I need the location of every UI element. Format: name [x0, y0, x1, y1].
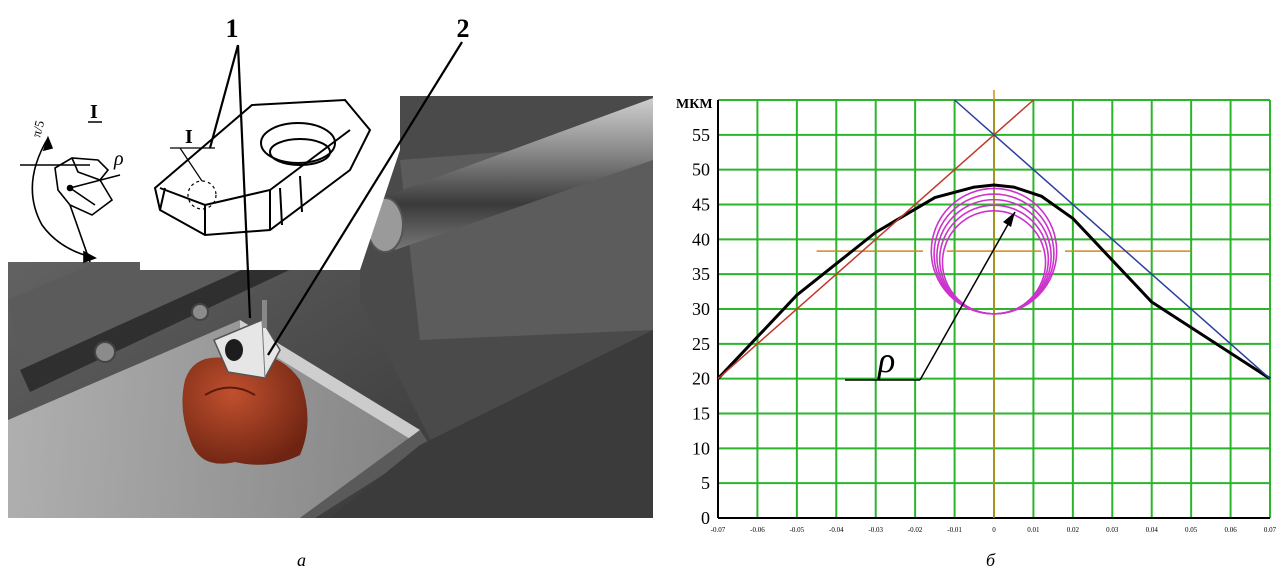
y-tick-label: 35	[692, 264, 710, 284]
y-tick-label: 25	[692, 334, 710, 354]
profile-chart: 0 5 10 15 20 25 30 35 40 45 50 55 -0.07 -0.06 -0.05 -0.…	[676, 90, 1276, 534]
detail-marker-label: I	[185, 126, 193, 148]
y-tick-label: 20	[692, 369, 710, 389]
x-tick-label: -0.01	[947, 526, 962, 534]
callout-leaders	[208, 41, 463, 356]
series-profile	[716, 183, 1271, 380]
photograph	[0, 0, 660, 518]
x-tick-label: -0.05	[790, 526, 805, 534]
x-tick-label: -0.06	[750, 526, 765, 534]
x-tick-label: 0.01	[1027, 526, 1040, 534]
y-tick-label: 0	[701, 508, 710, 528]
x-tick-label: 0.03	[1106, 526, 1119, 534]
x-tick-label: 0.04	[1146, 526, 1159, 534]
x-tick-label: 0.02	[1067, 526, 1080, 534]
y-tick-label: 45	[692, 195, 710, 215]
callout-1-label: 1	[226, 14, 239, 43]
y-tick-label: 30	[692, 299, 710, 319]
series-tangent-left	[717, 99, 1034, 380]
series-tangent-right	[954, 99, 1271, 380]
panel-b-caption: б	[986, 550, 996, 570]
x-tick-label: -0.03	[868, 526, 883, 534]
rho-annotation: ρ	[845, 211, 1016, 381]
axes	[717, 90, 1270, 519]
angle-label: π/5	[28, 119, 47, 139]
y-tick-label: 15	[692, 404, 710, 424]
y-tick-label: 40	[692, 229, 710, 249]
x-tick-label: -0.02	[908, 526, 923, 534]
detail-drawing	[20, 135, 121, 264]
radius-circle	[941, 209, 1047, 315]
radius-circles	[930, 187, 1058, 315]
x-tick-label: 0	[992, 526, 996, 534]
insert-drawing	[153, 98, 372, 237]
y-tick-label: 55	[692, 125, 710, 145]
setup-illustration: 1 2 I I ρ π/5	[0, 0, 660, 518]
y-tick-label: 50	[692, 160, 710, 180]
y-tick-label: 10	[692, 438, 710, 458]
x-tick-label: 0.06	[1224, 526, 1237, 534]
x-tick-label: -0.04	[829, 526, 844, 534]
rho-label: ρ	[113, 148, 124, 170]
panel-a-caption: а	[297, 550, 306, 570]
x-tick-label: 0.05	[1185, 526, 1198, 534]
rho-annotation-label: ρ	[877, 340, 895, 380]
chart-panel: 0 5 10 15 20 25 30 35 40 45 50 55 -0.07 -0.06 -0.05 -0.…	[660, 0, 1276, 579]
series	[716, 99, 1271, 380]
tick-labels: 0 5 10 15 20 25 30 35 40 45 50 55 -0.07 -0.06 -0.05 -0.…	[692, 125, 1276, 534]
photo-panel: 1 2 I I ρ π/5 а	[0, 0, 660, 570]
y-axis-unit: МКМ	[676, 97, 713, 112]
x-tick-label: -0.07	[711, 526, 726, 534]
x-tick-label: 0.07	[1264, 526, 1276, 534]
y-tick-label: 5	[701, 473, 710, 493]
detail-title-label: I	[90, 101, 98, 123]
callout-2-label: 2	[457, 14, 470, 43]
